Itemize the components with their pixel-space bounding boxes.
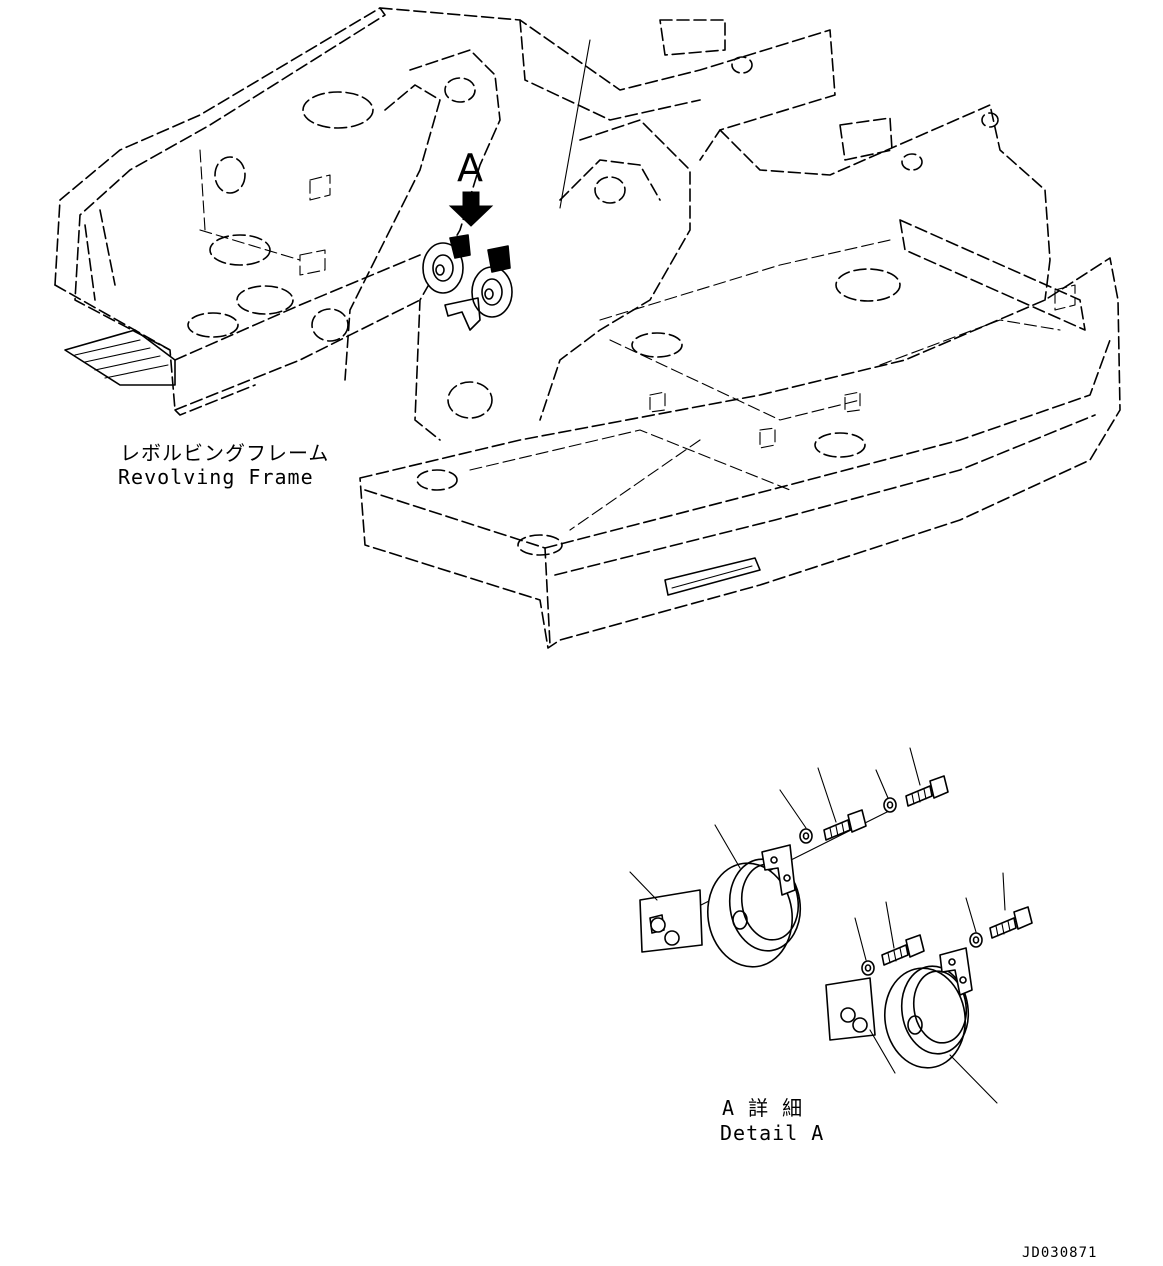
washer-4 (969, 932, 983, 948)
detail-label-english: Detail A (720, 1121, 825, 1145)
down-arrow-icon (448, 191, 494, 227)
revolving-frame-drawing (54, 7, 1121, 649)
washer-2 (883, 797, 897, 813)
horn-on-frame-left (422, 234, 471, 294)
bracket-plate-upper (639, 889, 703, 953)
detail-label-japanese: A 詳 細 (722, 1096, 804, 1120)
washer-1 (799, 828, 813, 844)
frame-label-japanese: レボルビングフレーム (120, 441, 330, 465)
view-letter-a: A (457, 146, 483, 190)
frame-label-english: Revolving Frame (118, 465, 314, 489)
bolt-2 (905, 775, 949, 807)
bolt-4 (989, 906, 1033, 939)
bolt-3 (881, 934, 925, 966)
horn-on-frame-right (471, 245, 513, 318)
detail-a-drawing (629, 747, 1033, 1104)
frame-outline (359, 257, 1121, 649)
bolt-1 (823, 809, 867, 841)
view-arrow (448, 191, 494, 227)
leader-lines (629, 747, 1006, 1104)
drawing-number: JD030871 (1022, 1245, 1098, 1261)
washer-3 (861, 960, 875, 976)
bracket-plate-lower (825, 977, 876, 1041)
frame-leader-line (559, 39, 591, 209)
horn-upper (706, 844, 802, 968)
horn-lower (883, 947, 973, 1069)
